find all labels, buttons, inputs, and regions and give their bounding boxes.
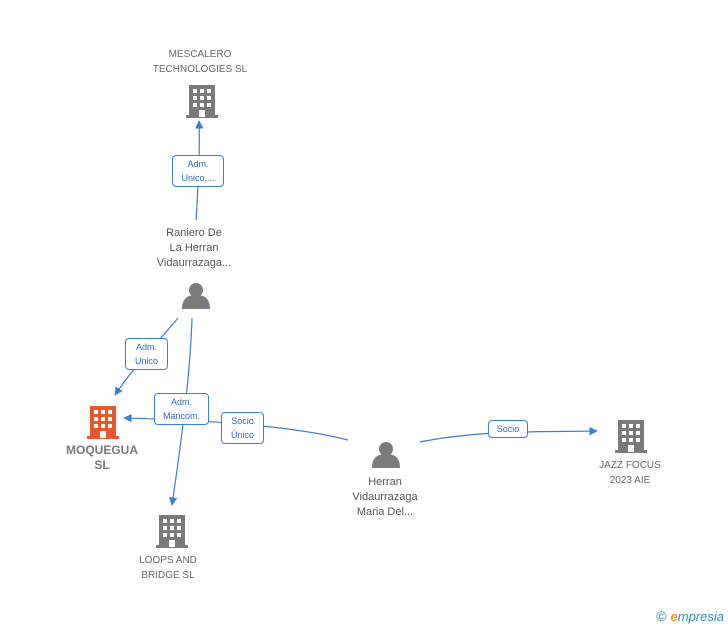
herran-label[interactable]: Herran Vidaurrazaga Maria Del... [352, 476, 418, 518]
empresia-watermark[interactable]: © empresia [656, 608, 724, 624]
edge-label-adm-unico-mescalero[interactable]: Adm. Unico,... [172, 155, 224, 187]
mescalero-building-icon[interactable] [186, 85, 218, 118]
jazz-building-icon[interactable] [615, 420, 647, 453]
edge-label-socio[interactable]: Socio [488, 420, 528, 438]
loops-label[interactable]: LOOPS AND BRIDGE SL [139, 555, 197, 581]
edge-label-socio-unico[interactable]: Socio Único [221, 412, 264, 444]
loops-building-icon[interactable] [156, 515, 188, 548]
moquegua-label[interactable]: MOQUEGUA SL [66, 443, 138, 472]
moquegua-building-icon[interactable] [87, 406, 119, 439]
raniero-person-icon[interactable] [182, 283, 210, 309]
jazz-label[interactable]: JAZZ FOCUS 2023 AIE [599, 460, 661, 486]
empresia-logo: empresia [670, 608, 724, 624]
edge-label-adm-mancom[interactable]: Adm. Mancom. [154, 393, 209, 425]
herran-person-icon[interactable] [372, 442, 400, 468]
edge-label-adm-unico-moquegua[interactable]: Adm. Unico [125, 338, 168, 370]
raniero-label[interactable]: Raniero De La Herran Vidaurrazaga... [156, 227, 232, 269]
copyright-symbol: © [656, 608, 667, 624]
mescalero-label[interactable]: MESCALERO TECHNOLOGIES SL [152, 49, 248, 75]
